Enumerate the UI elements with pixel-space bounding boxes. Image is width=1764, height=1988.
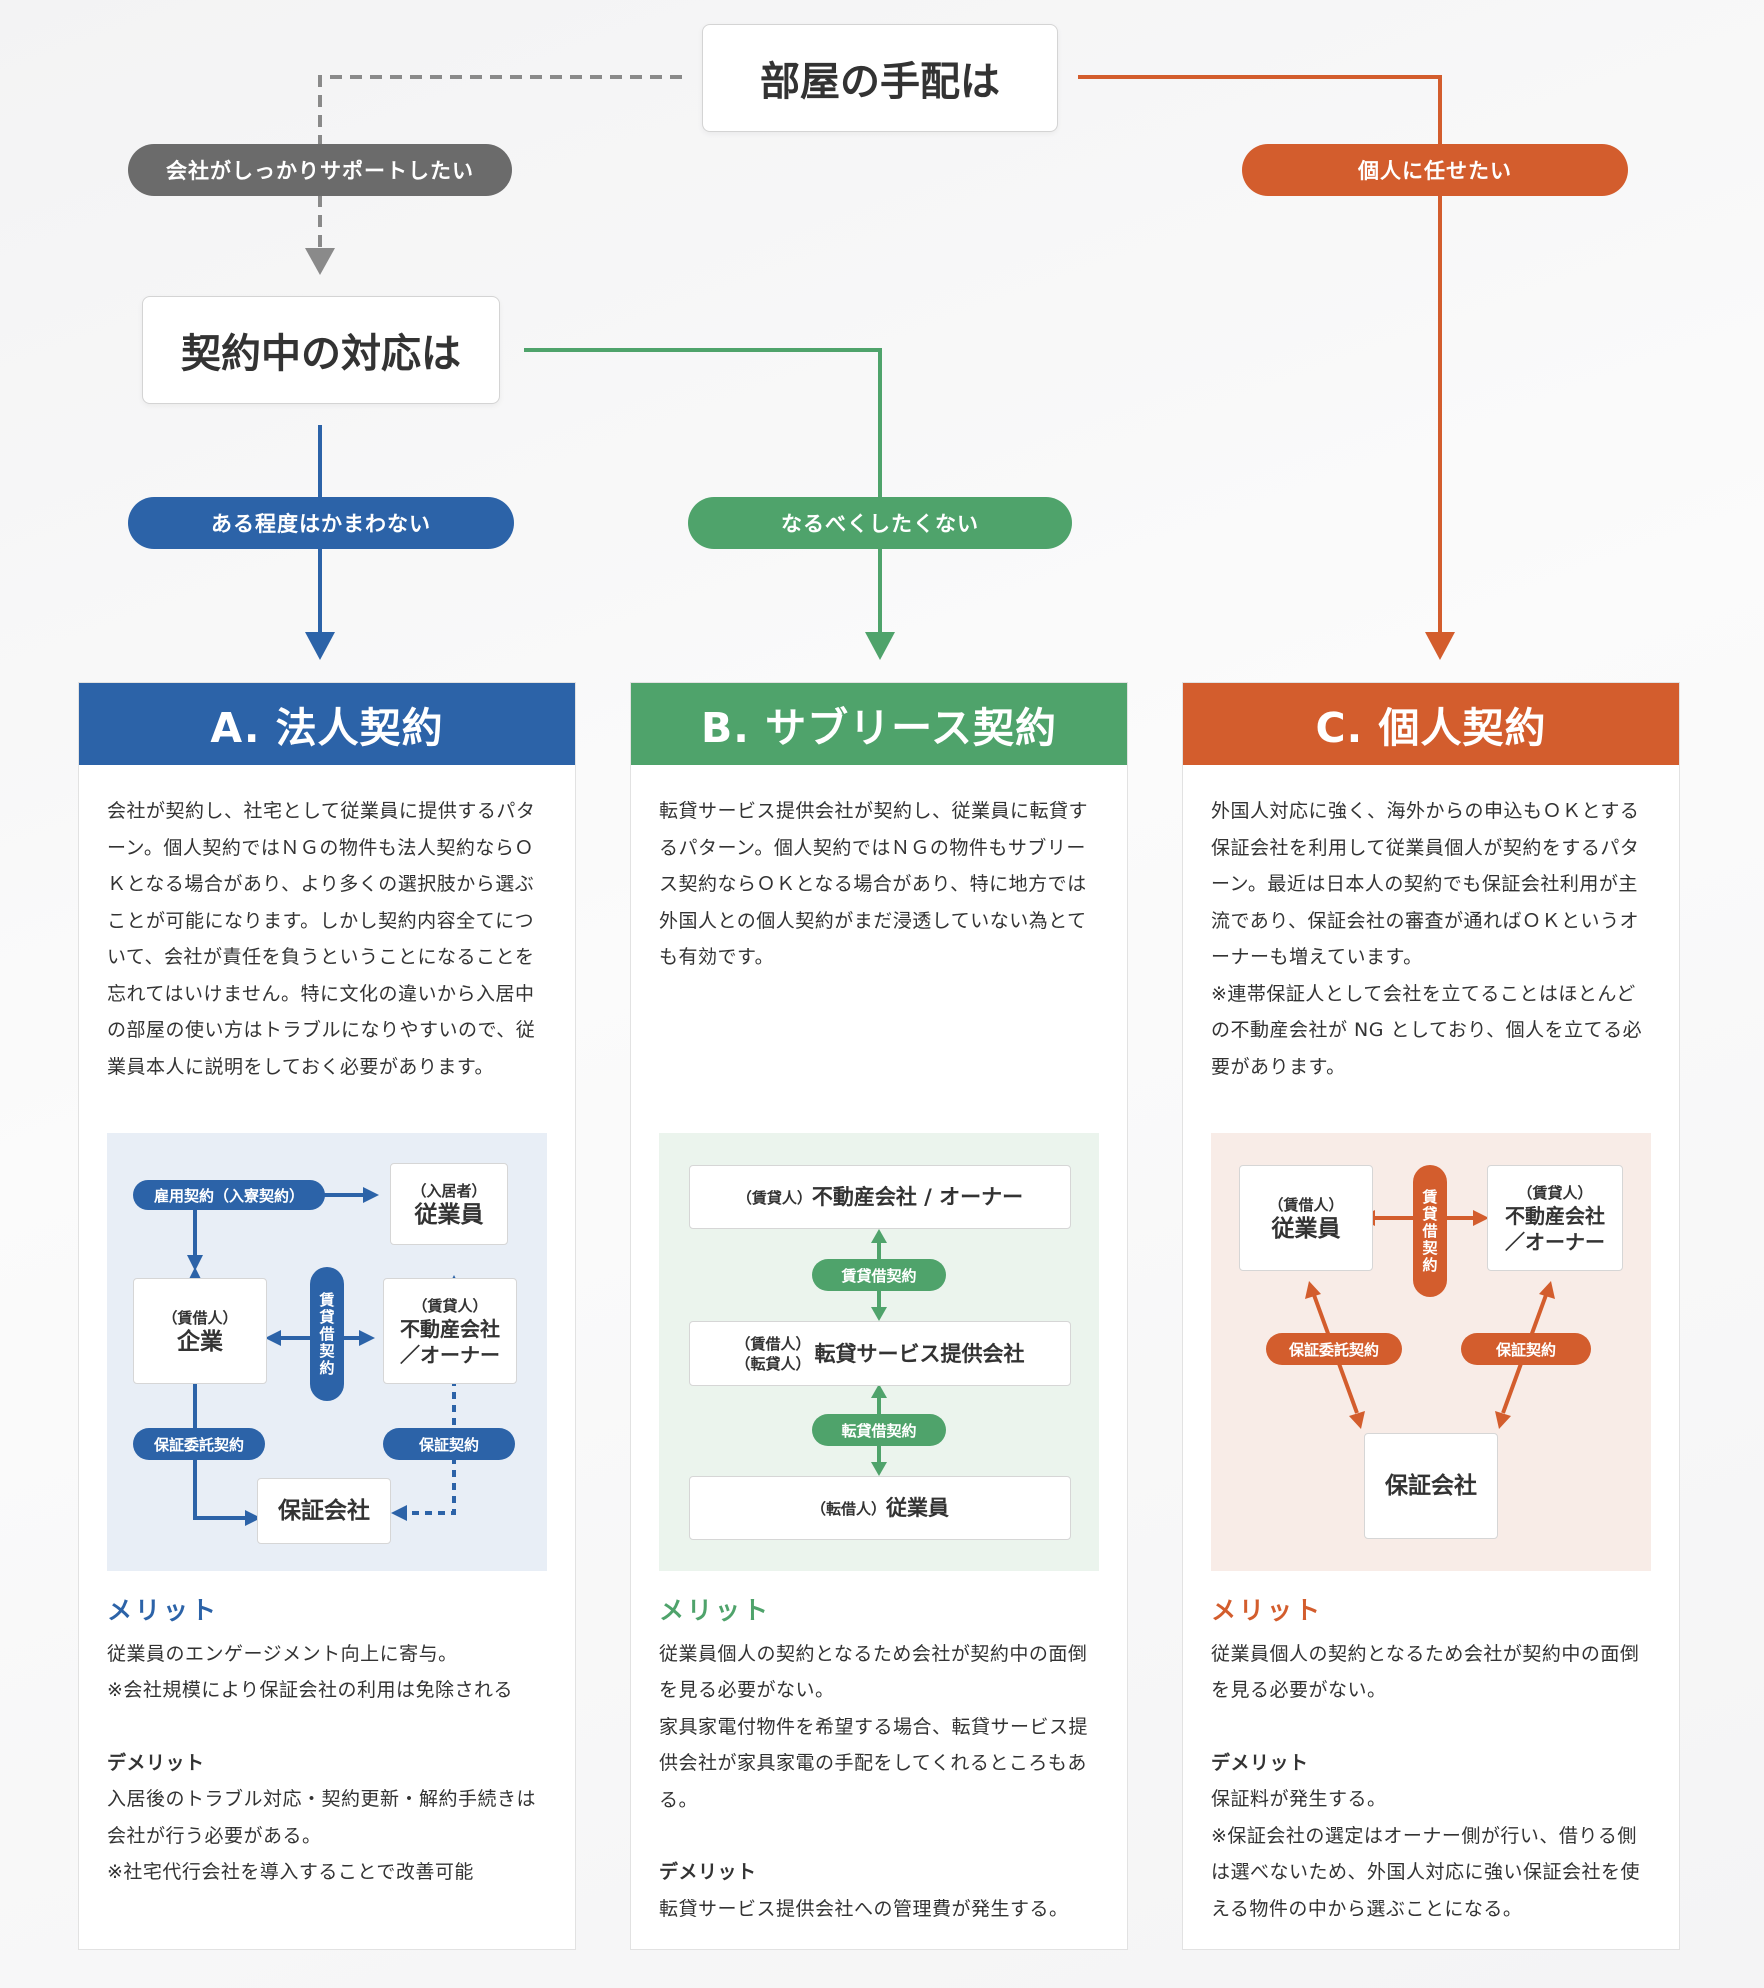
card-a-demerit-1: 入居後のトラブル対応・契約更新・解約手続きは会社が行う必要がある。 <box>107 1788 537 1847</box>
node-b-mid-role2: （転貸人） <box>735 1354 811 1373</box>
card-a-merit-1: 従業員のエンゲージメント向上に寄与。 <box>107 1642 458 1665</box>
node-b-mid-name: 転貸サービス提供会社 <box>814 1341 1025 1366</box>
node-guarantor: 保証会社 <box>257 1478 391 1544</box>
node-b-sub-name: 従業員 <box>886 1496 949 1520</box>
branch-company-support: 会社がしっかりサポートしたい <box>128 144 512 196</box>
card-c-title: C. 個人契約 <box>1183 683 1679 765</box>
card-b-description: 転貸サービス提供会社が契約し、従業員に転貸するパターン。個人契約ではＮＧの物件も… <box>659 793 1099 976</box>
card-b-merit-1: 従業員個人の契約となるため会社が契約中の面倒を見る必要がない。 <box>659 1642 1088 1702</box>
pill-c-guarantee-consignment: 保証委託契約 <box>1266 1333 1402 1365</box>
card-b-diagram: （賃貸人） 不動産会社 / オーナー 賃貸借契約 （賃借人） （転貸人） 転貸サ… <box>659 1133 1099 1571</box>
node-lessor: （賃貸人） 不動産会社 ／オーナー <box>383 1278 517 1384</box>
node-c-borrower: （賃借人） 従業員 <box>1239 1165 1373 1271</box>
node-b-lessor-name: 不動産会社 / オーナー <box>811 1185 1024 1209</box>
branch-acceptable: ある程度はかまわない <box>128 497 514 549</box>
card-a-pros-cons: メリット 従業員のエンゲージメント向上に寄与。 ※会社規模により保証会社の利用は… <box>107 1593 547 1891</box>
card-b-merit-2: 家具家電付物件を希望する場合、転貸サービス提供会社が家具家電の手配をしてくれると… <box>659 1715 1089 1811</box>
card-c-demerit-1: 保証料が発生する。 <box>1211 1788 1387 1810</box>
node-guarantor-name: 保証会社 <box>278 1498 370 1524</box>
node-c-lessor-name: 不動産会社 ／オーナー <box>1505 1203 1605 1254</box>
node-lessor-role: （賃貸人） <box>412 1296 488 1315</box>
card-a-title: A. 法人契約 <box>79 683 575 765</box>
node-borrower-role: （賃借人） <box>162 1308 238 1327</box>
node-b-subtenant: （転借人） 従業員 <box>689 1476 1071 1540</box>
question-room-arrangement: 部屋の手配は <box>702 24 1058 132</box>
card-a-diagram: 雇用契約（入寮契約） （入居者） 従業員 （賃借人） 企業 賃貸借契約 （賃貸人… <box>107 1133 547 1571</box>
question-room-arrangement-text: 部屋の手配は <box>760 59 1000 105</box>
node-b-lessor-role: （賃貸人） <box>736 1188 812 1207</box>
card-c-pros-cons: メリット 従業員個人の契約となるため会社が契約中の面倒を見る必要がない。 デメリ… <box>1211 1593 1651 1927</box>
card-c-diagram: （賃借人） 従業員 賃貸借契約 （賃貸人） 不動産会社 ／オーナー 保証委託契約… <box>1211 1133 1651 1571</box>
node-c-borrower-role: （賃借人） <box>1268 1195 1344 1214</box>
connector-individual <box>1078 75 1442 640</box>
node-borrower-name: 企業 <box>177 1328 223 1355</box>
node-c-guarantor-name: 保証会社 <box>1385 1473 1477 1499</box>
node-b-sub-role: （転借人） <box>810 1499 886 1518</box>
node-c-lessor: （賃貸人） 不動産会社 ／オーナー <box>1487 1165 1623 1271</box>
connector-company <box>318 75 682 250</box>
card-c-note: ※連帯保証人として会社を立てることはほとんどの不動産会社が NG としており、個… <box>1211 982 1643 1078</box>
card-b-pros-cons: メリット 従業員個人の契約となるため会社が契約中の面倒を見る必要がない。 家具家… <box>659 1593 1099 1927</box>
card-b-merit-title: メリット <box>659 1596 772 1625</box>
card-a-description: 会社が契約し、社宅として従業員に提供するパターン。個人契約ではＮＧの物件も法人契… <box>107 793 547 1085</box>
card-c-description: 外国人対応に強く、海外からの申込もＯＫとする保証会社を利用して従業員個人が契約を… <box>1211 793 1651 1085</box>
branch-individual: 個人に任せたい <box>1242 144 1628 196</box>
node-borrower-company: （賃借人） 企業 <box>133 1278 267 1384</box>
card-c-merit-1: 従業員個人の契約となるため会社が契約中の面倒を見る必要がない。 <box>1211 1642 1640 1702</box>
pill-b-sublease-contract: 転貸借契約 <box>812 1414 946 1446</box>
card-c-demerit-title: デメリット <box>1211 1751 1309 1774</box>
pill-b-lease-contract: 賃貸借契約 <box>812 1259 946 1291</box>
pill-c-guarantee-contract: 保証契約 <box>1461 1333 1591 1365</box>
card-corporate-contract: A. 法人契約 会社が契約し、社宅として従業員に提供するパターン。個人契約ではＮ… <box>78 682 576 1950</box>
node-c-borrower-name: 従業員 <box>1271 1215 1341 1242</box>
branch-avoid: なるべくしたくない <box>688 497 1072 549</box>
node-b-mid-role1: （賃借人） <box>735 1334 811 1353</box>
pill-employment-contract: 雇用契約（入寮契約） <box>133 1180 325 1210</box>
pill-lease-contract: 賃貸借契約 <box>310 1267 344 1401</box>
pill-guarantee-consignment: 保証委託契約 <box>133 1428 265 1460</box>
node-tenant-employee: （入居者） 従業員 <box>390 1163 508 1245</box>
pill-c-lease-contract: 賃貸借契約 <box>1413 1165 1447 1297</box>
node-c-guarantor: 保証会社 <box>1364 1433 1498 1539</box>
card-b-title: B. サブリース契約 <box>631 683 1127 765</box>
card-b-demerit-title: デメリット <box>659 1861 757 1883</box>
card-c-demerit-2: ※保証会社の選定はオーナー側が行い、借りる側は選べないため、外国人対応に強い保証… <box>1211 1824 1641 1920</box>
node-b-lessor: （賃貸人） 不動産会社 / オーナー <box>689 1165 1071 1229</box>
card-a-body: 会社が契約し、社宅として従業員に提供するパターン。個人契約ではＮＧの物件も法人契… <box>107 800 536 1078</box>
node-b-sublessor: （賃借人） （転貸人） 転貸サービス提供会社 <box>689 1321 1071 1386</box>
card-a-merit-2: ※会社規模により保証会社の利用は免除される <box>107 1679 514 1701</box>
card-c-merit-title: メリット <box>1211 1596 1324 1625</box>
node-tenant-role: （入居者） <box>411 1181 487 1200</box>
question-contract-handling: 契約中の対応は <box>142 296 500 404</box>
node-c-lessor-role: （賃貸人） <box>1517 1183 1593 1202</box>
card-a-merit-title: メリット <box>107 1596 220 1625</box>
card-a-demerit-title: デメリット <box>107 1751 205 1774</box>
node-lessor-name: 不動産会社 ／オーナー <box>400 1316 500 1367</box>
card-a-demerit-2: ※社宅代行会社を導入することで改善可能 <box>107 1861 474 1883</box>
card-individual-contract: C. 個人契約 外国人対応に強く、海外からの申込もＯＫとする保証会社を利用して従… <box>1182 682 1680 1950</box>
pill-guarantee-contract: 保証契約 <box>383 1428 515 1460</box>
connector-avoid <box>524 348 882 640</box>
card-b-demerit-1: 転貸サービス提供会社への管理費が発生する。 <box>659 1897 1069 1920</box>
question-contract-handling-text: 契約中の対応は <box>181 331 461 377</box>
card-b-body: 転貸サービス提供会社が契約し、従業員に転貸するパターン。個人契約ではＮＧの物件も… <box>659 800 1089 968</box>
node-tenant-name: 従業員 <box>414 1201 484 1228</box>
card-c-body: 外国人対応に強く、海外からの申込もＯＫとする保証会社を利用して従業員個人が契約を… <box>1211 800 1640 968</box>
card-sublease-contract: B. サブリース契約 転貸サービス提供会社が契約し、従業員に転貸するパターン。個… <box>630 682 1128 1950</box>
